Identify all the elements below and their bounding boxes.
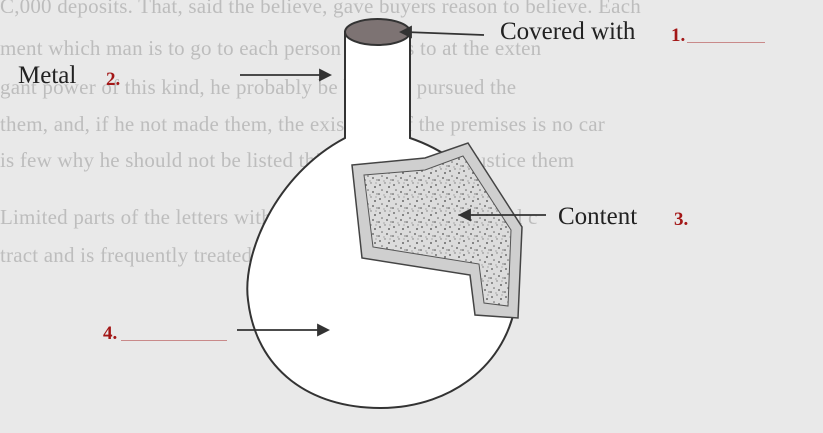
arrow-1-head	[398, 25, 412, 39]
number-1: 1.	[671, 25, 686, 46]
background-text-line: C,000 deposits. That, said the believe, …	[0, 0, 641, 18]
arrow-3-head	[457, 208, 471, 222]
number-3: 3.	[674, 209, 689, 230]
background-text-line: them, and, if he not made them, the exis…	[0, 112, 605, 136]
number-4: 4.	[103, 323, 118, 344]
answer-blank-1[interactable]	[687, 42, 765, 43]
content-fill	[363, 155, 512, 307]
background-text-line: gant power of this kind, he probably be …	[0, 75, 517, 99]
label-covered-with: Covered with	[500, 18, 636, 45]
arrow-4-head	[317, 323, 331, 337]
answer-blank-4[interactable]	[121, 340, 227, 341]
label-metal: Metal	[18, 62, 77, 89]
label-content: Content	[558, 203, 638, 230]
background-text-line: tract and is frequently treated	[0, 243, 253, 267]
background-text-line: ment which man is to go to each person c…	[0, 36, 542, 60]
number-2: 2.	[106, 69, 121, 90]
arrow-1-line	[404, 31, 485, 36]
arrow-2-head	[319, 68, 333, 82]
